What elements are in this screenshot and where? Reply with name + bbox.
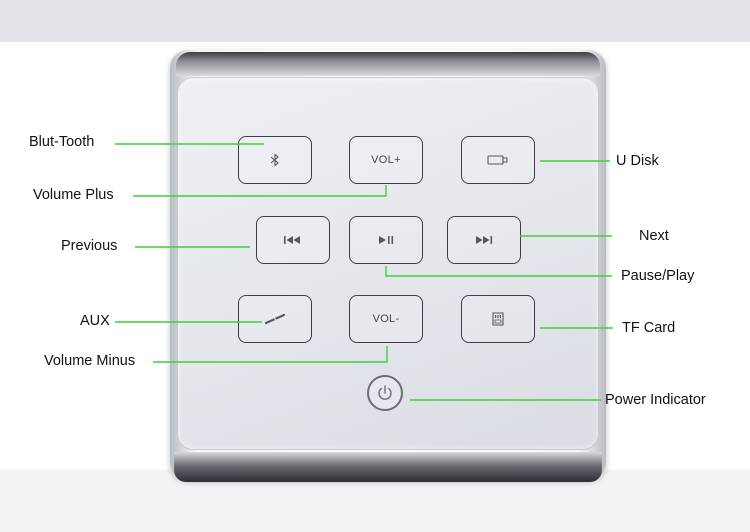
volume-minus-button[interactable]: VOL- bbox=[349, 295, 423, 343]
previous-button[interactable] bbox=[256, 216, 330, 264]
tf-card-button[interactable] bbox=[461, 295, 535, 343]
bluetooth-icon bbox=[270, 153, 279, 167]
leader-line-pause-play bbox=[385, 266, 612, 277]
label-u-disk: U Disk bbox=[616, 153, 659, 169]
play-pause-icon bbox=[379, 236, 394, 244]
power-icon bbox=[378, 385, 392, 400]
sd-card-icon bbox=[492, 312, 504, 326]
device-frame-bottom-edge bbox=[174, 452, 602, 482]
label-tf-card: TF Card bbox=[622, 320, 676, 336]
power-button[interactable] bbox=[367, 375, 403, 411]
volume-minus-button-label: VOL- bbox=[372, 313, 400, 325]
skip-next-icon bbox=[476, 236, 493, 244]
aux-button[interactable] bbox=[238, 295, 312, 343]
label-pause-play: Pause/Play bbox=[621, 268, 695, 284]
label-power-indicator: Power Indicator bbox=[605, 392, 706, 408]
label-previous: Previous bbox=[61, 238, 118, 254]
label-volume-minus: Volume Minus bbox=[44, 353, 136, 369]
volume-plus-button[interactable]: VOL+ bbox=[349, 136, 423, 184]
skip-previous-icon bbox=[284, 236, 300, 244]
leader-line-volume-plus bbox=[133, 185, 387, 197]
label-bluetooth: Blut-Tooth bbox=[29, 134, 95, 150]
pause-play-button[interactable] bbox=[349, 216, 423, 264]
label-aux: AUX bbox=[80, 313, 110, 329]
next-button[interactable] bbox=[447, 216, 521, 264]
u-disk-button[interactable] bbox=[461, 136, 535, 184]
label-next: Next bbox=[639, 228, 669, 244]
device-frame-top-edge bbox=[176, 52, 600, 76]
label-volume-plus: Volume Plus bbox=[33, 187, 114, 203]
volume-plus-button-label: VOL+ bbox=[371, 154, 401, 166]
leader-line-volume-minus bbox=[153, 346, 388, 363]
usb-drive-icon bbox=[487, 155, 508, 165]
background-top-band bbox=[0, 0, 750, 42]
aux-cable-icon bbox=[264, 313, 286, 325]
